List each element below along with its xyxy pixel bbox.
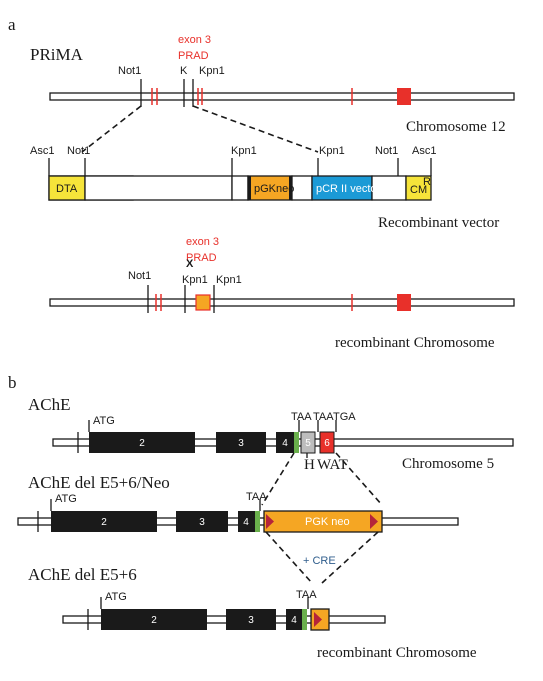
kpn1-a-label: Kpn1: [231, 145, 257, 157]
mapping-line-left: [81, 105, 142, 153]
kpn1-b-label: Kpn1: [319, 145, 345, 157]
pgk-neo-label: PGK neo: [305, 516, 350, 528]
deleted-prad-label: PRAD: [186, 252, 217, 264]
asc1-right-label: Asc1: [412, 145, 436, 157]
cm-box: [405, 175, 432, 201]
del-neo-green-segment: [255, 511, 260, 532]
dta-label: DTA: [56, 183, 78, 195]
loxp-site-left: [266, 514, 274, 529]
k-label: K: [180, 65, 188, 77]
panel-a-letter: a: [8, 15, 16, 34]
taa2-label: TAA: [313, 411, 334, 423]
cm-label: CM: [410, 184, 427, 196]
del-neo-exon-4: [238, 511, 255, 532]
not1-left-label: Not1: [67, 145, 90, 157]
del-atg-label: ATG: [105, 591, 127, 603]
del-neo-exon-4-label: 4: [243, 517, 249, 528]
del-exon-2-label: 2: [151, 615, 157, 626]
vector-homology-arm-right: [291, 175, 313, 201]
ache-green-segment: [294, 432, 299, 453]
ache-exon-4: [276, 432, 294, 453]
ache-exon-3: [216, 432, 266, 453]
del-exon-2: [101, 609, 207, 630]
deleted-exon3-label: exon 3: [186, 236, 219, 248]
del-neo-exon-2-label: 2: [101, 517, 107, 528]
neo-insert-box: [195, 294, 211, 311]
vector-spacer: [231, 175, 249, 201]
terminal-exon-block: [397, 88, 411, 105]
del-neo-taa-label: TAA: [246, 491, 267, 503]
del-neo-exon-3: [176, 511, 228, 532]
vector-spacer-right: [371, 175, 407, 201]
del-taa-label: TAA: [296, 589, 317, 601]
terminal-exon-block: [397, 294, 411, 311]
h-label: H: [304, 457, 315, 473]
ache-exon-2: [89, 432, 195, 453]
exon3-label: exon 3: [178, 34, 211, 46]
mapping-line-left: [261, 452, 295, 506]
del-green-segment: [302, 609, 307, 630]
pgkneo-left-edge: [248, 176, 251, 200]
del-exon-4-label: 4: [291, 615, 297, 626]
recombinant-chromosome-bar: [49, 298, 515, 307]
mapping-line-right: [192, 105, 319, 153]
del-neo-label: AChE del E5+6/Neo: [28, 473, 170, 492]
kpn1-label: Kpn1: [199, 65, 225, 77]
not1-label: Not1: [118, 65, 141, 77]
vector-homology-arm-left: [84, 175, 233, 201]
del-neo-exon-2: [51, 511, 157, 532]
ache-gene-label: AChE: [28, 395, 71, 414]
cre-label: + CRE: [303, 555, 336, 567]
not1-right-label: Not1: [375, 145, 398, 157]
ache-exon-6: [319, 431, 335, 454]
ache-exon-5-label: 5: [305, 438, 311, 449]
del-exon-3: [226, 609, 276, 630]
ache-exon-3-label: 3: [238, 438, 244, 449]
ache-exon-6-label: 6: [324, 438, 330, 449]
del-exon-4: [286, 609, 302, 630]
loxp-site-residual: [314, 612, 322, 627]
rec-kpn1-b-label: Kpn1: [216, 274, 242, 286]
loxp-site-right: [370, 514, 378, 529]
del-exon-3-label: 3: [248, 615, 254, 626]
del-chromosome-bar: [62, 615, 386, 624]
rec-not1-label: Not1: [128, 270, 151, 282]
chromosome-12-bar: [49, 92, 515, 101]
ache-exon-5: [300, 431, 316, 454]
mapping-line-right: [335, 452, 383, 506]
cm-superscript: R: [423, 176, 431, 188]
del-neo-atg-label: ATG: [55, 493, 77, 505]
asc1-left-label: Asc1: [30, 145, 54, 157]
pgkneo-label: pGKneo: [254, 183, 294, 195]
panel-b-letter: b: [8, 373, 17, 392]
rec-kpn1-a-label: Kpn1: [182, 274, 208, 286]
prad-label: PRAD: [178, 50, 209, 62]
ache-exon-4-label: 4: [282, 438, 288, 449]
wat-label: WAT: [317, 457, 348, 473]
chromosome-12-label: Chromosome 12: [406, 119, 506, 135]
chromosome-5-label: Chromosome 5: [402, 456, 494, 472]
del-neo-exon-3-label: 3: [199, 517, 205, 528]
pgk-neo-cassette: [263, 510, 383, 533]
cre-line-left: [265, 531, 313, 584]
tga-label: TGA: [333, 411, 356, 423]
pgkneo-box: [247, 175, 293, 201]
prima-gene-label: PRiMA: [30, 45, 84, 64]
ache-exon-2-label: 2: [139, 438, 145, 449]
deletion-cross-mark: X: [186, 258, 194, 270]
cre-line-right: [321, 531, 379, 584]
ache-atg-label: ATG: [93, 415, 115, 427]
pcr-vector-box: [311, 175, 373, 201]
del-label: AChE del E5+6: [28, 565, 137, 584]
pgkneo-right-edge: [289, 176, 292, 200]
recombinant-chromosome-label: recombinant Chromosome: [335, 335, 495, 351]
pcr-vector-label: pCR II vector: [316, 183, 381, 195]
del-recombinant-label: recombinant Chromosome: [317, 645, 477, 661]
recombinant-vector-label: Recombinant vector: [378, 215, 499, 231]
taa1-label: TAA: [291, 411, 312, 423]
